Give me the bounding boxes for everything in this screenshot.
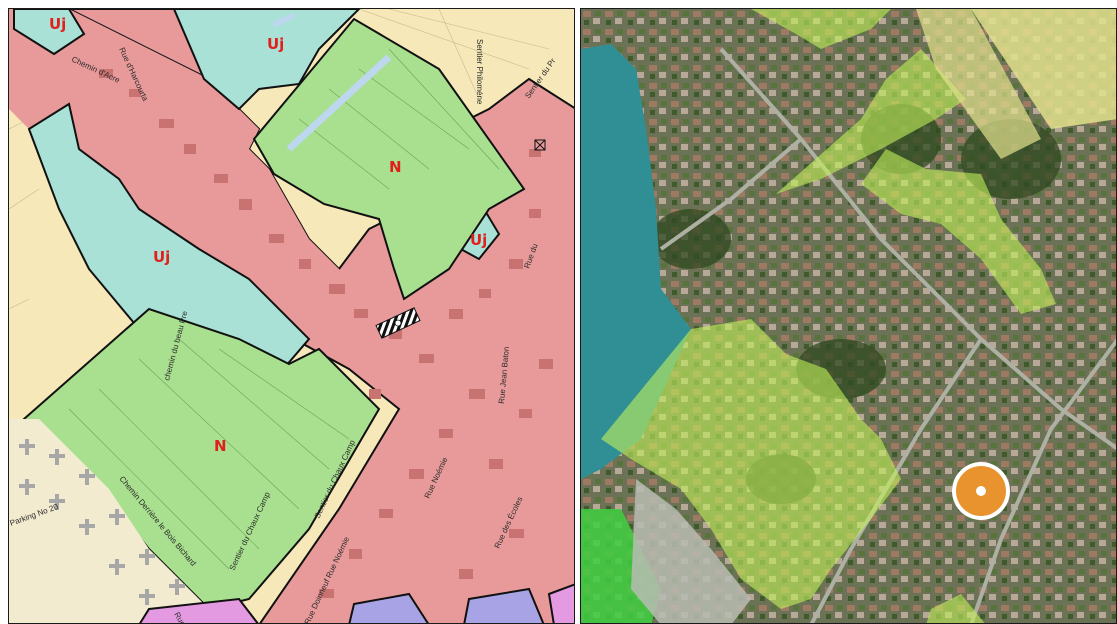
natural-overlay-top[interactable] (751, 9, 891, 49)
violet-zone-bottom-right[interactable] (463, 587, 545, 624)
garden-zone-north-west[interactable] (13, 9, 86, 56)
pink-zone-bottom-right[interactable] (547, 583, 575, 624)
natural-zone-north[interactable] (252, 17, 526, 301)
garden-zone-north[interactable] (172, 9, 361, 111)
boxed-cross-icon (534, 139, 546, 151)
natural-overlay-strip[interactable] (776, 49, 966, 194)
natural-overlay-east[interactable] (861, 149, 1056, 314)
agricultural-parcels (9, 9, 550, 310)
zone-label-uj: Uj (153, 248, 170, 266)
natural-parcels (68, 48, 500, 570)
boxed-cross-icon-line (534, 139, 546, 151)
path-strip-north (272, 12, 296, 28)
zone-label-uj: Uj (267, 35, 284, 53)
zone-label-uj: Uj (49, 15, 66, 33)
aerial-map-panel[interactable] (580, 8, 1117, 624)
aerial-map-svg (581, 9, 1116, 624)
street-label: Sentier Philoméne (475, 39, 484, 105)
pink-zone-bottom[interactable] (139, 597, 259, 624)
zone-label-n: N (214, 437, 227, 455)
garden-zone-west[interactable] (27, 102, 311, 376)
zone-label-n: N (389, 158, 402, 176)
zoning-map-panel[interactable]: Uj Uj N Uj Uj N Rue d'Harcourta Chemin d… (8, 8, 575, 624)
natural-overlay-large[interactable] (601, 319, 901, 609)
path-strip-central (286, 54, 392, 152)
zoning-map-svg: Uj Uj N Uj Uj N Rue d'Harcourta Chemin d… (9, 9, 575, 624)
location-marker-center (976, 486, 986, 496)
field-top-right (971, 9, 1116, 129)
project-site-marker[interactable] (394, 319, 402, 327)
cemetery-crosses (19, 439, 185, 605)
violet-zone-bottom[interactable] (348, 592, 429, 624)
natural-overlay-field[interactable] (916, 9, 1041, 159)
cemetery-aerial (631, 479, 751, 623)
urban-zone-west[interactable] (9, 9, 369, 339)
building-footprints (99, 69, 553, 598)
natural-overlay-bottom-right[interactable] (926, 594, 986, 624)
zone-label-uj: Uj (470, 231, 487, 249)
